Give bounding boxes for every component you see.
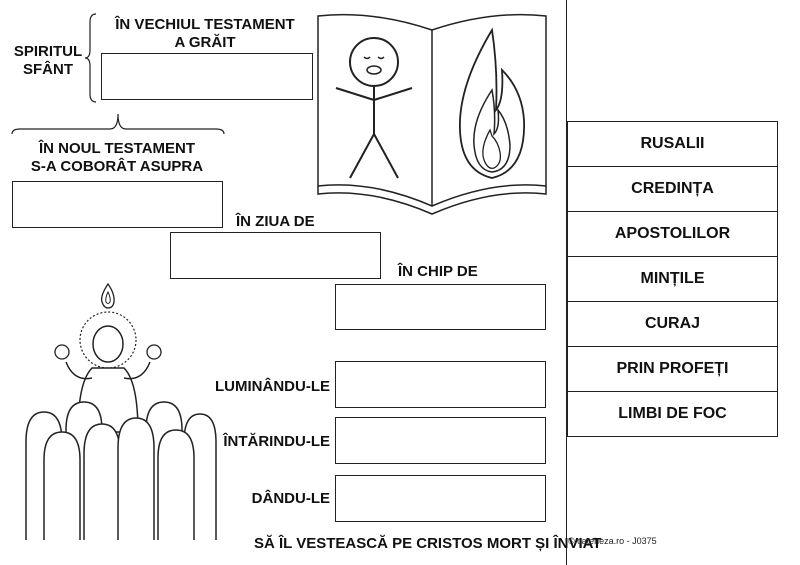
answer-box-luminandu-le[interactable]	[335, 361, 546, 408]
answer-box-noul-testament[interactable]	[12, 181, 223, 228]
brace-left	[84, 13, 97, 103]
open-book-illustration	[317, 13, 547, 215]
word-card-credinta[interactable]: CREDINȚA	[567, 166, 778, 212]
label-dandu-le: DÂNDU-LE	[251, 490, 330, 507]
answer-box-in-ziua-de[interactable]	[170, 232, 381, 279]
pentecost-illustration	[25, 282, 217, 540]
label-intarindu-le: ÎNTĂRINDU-LE	[223, 433, 330, 450]
word-card-rusalii[interactable]: RUSALII	[567, 121, 778, 167]
label-luminandu-le: LUMINÂNDU-LE	[215, 378, 330, 395]
word-card-limbi-de-foc[interactable]: LIMBI DE FOC	[567, 391, 778, 437]
label-vechiul-testament: ÎN VECHIUL TESTAMENT A GRĂIT	[115, 16, 295, 51]
answer-box-intarindu-le[interactable]	[335, 417, 546, 464]
label-in-ziua-de: ÎN ZIUA DE	[236, 213, 315, 230]
answer-box-dandu-le[interactable]	[335, 475, 546, 522]
column-divider	[566, 0, 567, 565]
label-spiritul-sfant: SPIRITUL SFÂNT	[13, 43, 83, 78]
word-card-mintile[interactable]: MINȚILE	[567, 256, 778, 302]
label-noul-testament: ÎN NOUL TESTAMENT S-A COBORÂT ASUPRA	[30, 140, 204, 175]
answer-box-in-chip-de[interactable]	[335, 284, 546, 330]
word-card-apostolilor[interactable]: APOSTOLILOR	[567, 211, 778, 257]
answer-box-vechiul-testament[interactable]	[101, 53, 313, 100]
word-card-prin-profeti[interactable]: PRIN PROFEȚI	[567, 346, 778, 392]
word-card-curaj[interactable]: CURAJ	[567, 301, 778, 347]
label-in-chip-de: ÎN CHIP DE	[398, 263, 478, 280]
credit-text: © cateheza.ro - J0375	[568, 536, 657, 546]
word-bank: RUSALII CREDINȚA APOSTOLILOR MINȚILE CUR…	[567, 121, 778, 437]
brace-bottom	[11, 113, 225, 135]
label-final-line: SĂ ÎL VESTEASCĂ PE CRISTOS MORT ȘI ÎNVIA…	[254, 535, 602, 552]
